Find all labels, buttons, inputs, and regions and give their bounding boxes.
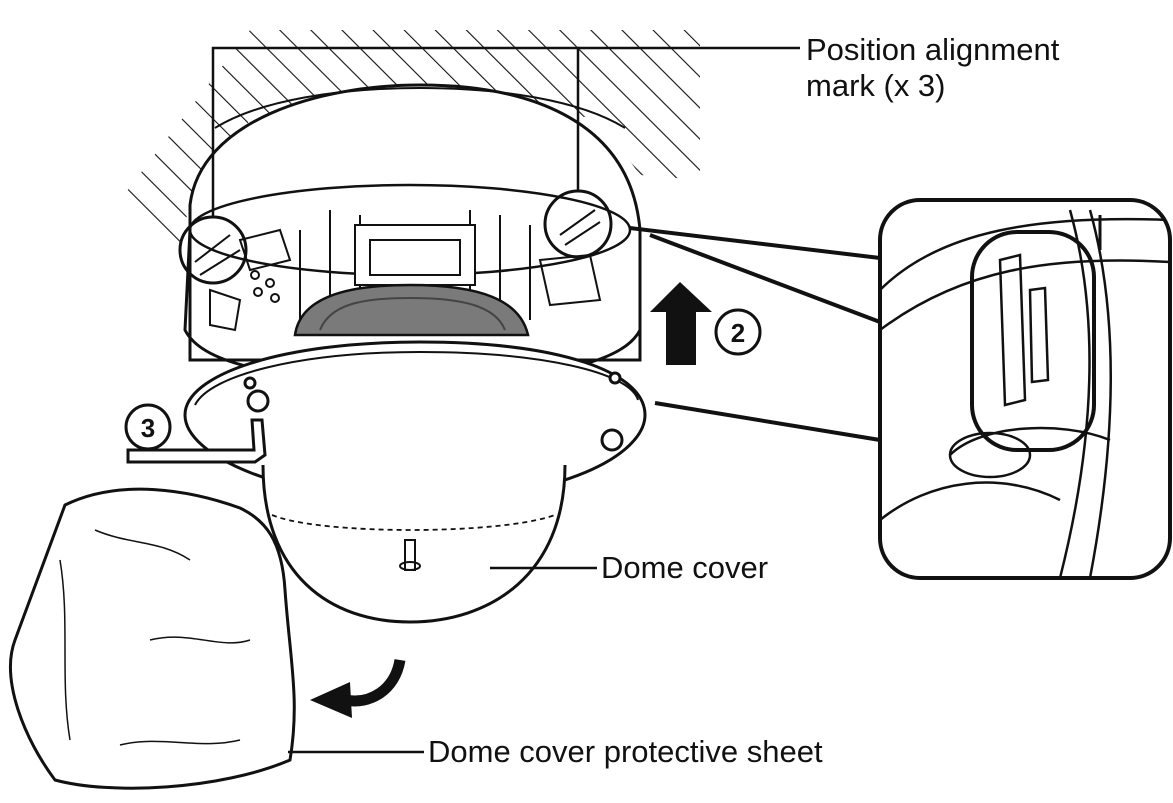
dome-cover — [261, 464, 567, 624]
position-alignment-mark-label-line1: Position alignment — [806, 32, 1060, 67]
step-2-number: 2 — [731, 318, 745, 348]
alignment-mark-leader — [211, 46, 800, 217]
dome-cover-label: Dome cover — [601, 550, 769, 585]
curved-arrow-icon — [310, 658, 406, 718]
dome-flange — [183, 340, 647, 502]
dome-cover-protective-sheet — [9, 487, 296, 790]
camera-internals — [209, 210, 602, 332]
detail-inset — [878, 198, 1172, 580]
step-3-badge: 3 — [124, 403, 172, 451]
dome-cover-protective-sheet-label: Dome cover protective sheet — [428, 734, 823, 769]
position-alignment-mark-label-line2: mark (x 3) — [806, 68, 946, 103]
zoom-connector-lines — [629, 226, 881, 442]
step-2-badge: 2 — [714, 308, 762, 356]
label-leader-lines — [288, 566, 597, 754]
camera-lens — [293, 283, 530, 337]
step-3-number: 3 — [141, 413, 155, 443]
up-arrow-icon — [650, 282, 712, 365]
